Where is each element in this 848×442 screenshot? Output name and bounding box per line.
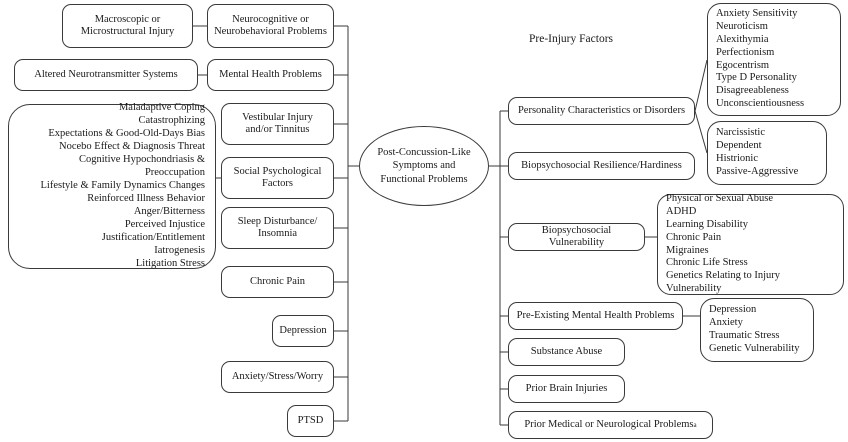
- box-label: Narcissistic Dependent Histrionic Passiv…: [716, 127, 799, 177]
- box-personality-traits-detail[interactable]: Anxiety Sensitivity Neuroticism Alexithy…: [707, 3, 841, 116]
- section-header-pre-injury-factors: Pre-Injury Factors: [529, 33, 613, 45]
- box-substance-abuse[interactable]: Substance Abuse: [508, 338, 625, 366]
- box-label: Maladaptive Coping Catastrophizing Expec…: [40, 102, 205, 269]
- box-label: Prior Brain Injuries: [525, 382, 608, 394]
- box-label: Depression Anxiety Traumatic Stress Gene…: [709, 304, 800, 354]
- box-anxiety-stress-worry[interactable]: Anxiety/Stress/Worry: [221, 361, 334, 393]
- center-node-post-concussion[interactable]: Post-Concussion-Like Symptoms and Functi…: [359, 126, 489, 206]
- box-chronic-pain[interactable]: Chronic Pain: [221, 266, 334, 298]
- box-label: Physical or Sexual Abuse ADHD Learning D…: [666, 192, 781, 295]
- box-social-psychological-factors[interactable]: Social Psychological Factors: [221, 157, 334, 199]
- box-social-psych-detail[interactable]: Maladaptive Coping Catastrophizing Expec…: [8, 102, 216, 269]
- center-node-label: Post-Concussion-Like Symptoms and Functi…: [377, 147, 471, 185]
- box-mental-health-detail[interactable]: Depression Anxiety Traumatic Stress Gene…: [700, 298, 814, 362]
- box-label: Substance Abuse: [530, 345, 603, 357]
- box-label: Personality Characteristics or Disorders: [517, 104, 686, 116]
- box-vulnerability-detail[interactable]: Physical or Sexual Abuse ADHD Learning D…: [657, 192, 844, 295]
- box-pre-existing-mental-health[interactable]: Pre-Existing Mental Health Problems: [508, 302, 683, 330]
- box-personality-disorders-detail[interactable]: Narcissistic Dependent Histrionic Passiv…: [707, 121, 827, 185]
- box-label: Neurocognitive or Neurobehavioral Proble…: [214, 13, 327, 37]
- box-label: Mental Health Problems: [219, 68, 322, 80]
- box-label: Depression: [279, 324, 327, 336]
- box-label: Altered Neurotransmitter Systems: [34, 68, 178, 80]
- box-biopsychosocial-resilience[interactable]: Biopsychosocial Resilience/Hardiness: [508, 152, 695, 180]
- footnote-marker: a: [693, 420, 697, 429]
- box-label: Pre-Existing Mental Health Problems: [516, 309, 675, 321]
- box-label: Anxiety/Stress/Worry: [231, 370, 324, 382]
- box-label: Chronic Pain: [249, 275, 306, 287]
- box-sleep-disturbance[interactable]: Sleep Disturbance/ Insomnia: [221, 207, 334, 249]
- box-macroscopic-injury[interactable]: Macroscopic or Microstructural Injury: [62, 4, 193, 48]
- box-label: PTSD: [297, 414, 324, 426]
- box-label: Sleep Disturbance/ Insomnia: [237, 215, 318, 239]
- box-label: Biopsychosocial Resilience/Hardiness: [521, 159, 682, 171]
- box-label: Vestibular Injury and/or Tinnitus: [242, 111, 313, 135]
- section-header-label: Pre-Injury Factors: [529, 33, 613, 45]
- box-label: Anxiety Sensitivity Neuroticism Alexithy…: [716, 7, 805, 110]
- box-vestibular-injury[interactable]: Vestibular Injury and/or Tinnitus: [221, 103, 334, 145]
- box-label: Macroscopic or Microstructural Injury: [80, 13, 175, 37]
- box-mental-health-problems[interactable]: Mental Health Problems: [207, 59, 334, 91]
- box-prior-brain-injuries[interactable]: Prior Brain Injuries: [508, 375, 625, 403]
- box-neurocognitive-problems[interactable]: Neurocognitive or Neurobehavioral Proble…: [207, 4, 334, 48]
- box-label: Social Psychological Factors: [233, 165, 322, 189]
- box-altered-neurotransmitter[interactable]: Altered Neurotransmitter Systems: [14, 59, 198, 91]
- box-label: Prior Medical or Neurological Problems: [524, 418, 694, 430]
- box-label: Biopsychosocial Vulnerability: [541, 224, 612, 248]
- box-ptsd[interactable]: PTSD: [287, 405, 334, 437]
- box-biopsychosocial-vulnerability[interactable]: Biopsychosocial Vulnerability: [508, 223, 645, 251]
- box-depression[interactable]: Depression: [272, 315, 334, 347]
- box-personality-characteristics[interactable]: Personality Characteristics or Disorders: [508, 97, 695, 125]
